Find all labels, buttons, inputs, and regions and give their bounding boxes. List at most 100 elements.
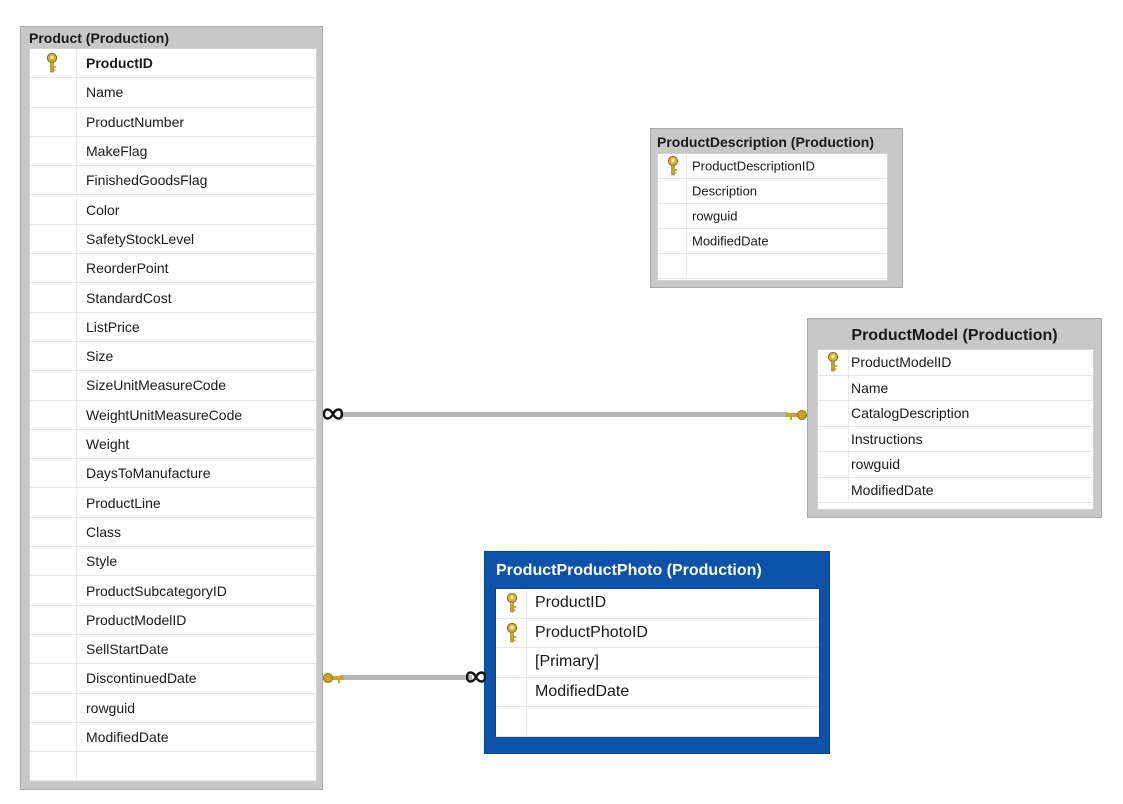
row-gutter [658,254,687,278]
column-row[interactable]: ProductSubcategoryID [30,576,316,606]
column-row[interactable]: Weight [30,429,316,460]
column-row[interactable]: StandardCost [30,283,316,313]
column-row[interactable]: ListPrice [30,312,316,342]
row-gutter [496,707,527,736]
column-name: [Primary] [535,653,599,671]
column-name: ProductPhotoID [535,623,648,641]
key-end-icon [786,407,808,428]
column-row[interactable]: ProductNumber [30,107,316,137]
row-gutter [30,635,77,664]
column-name: ListPrice [86,318,140,335]
product-model-table[interactable]: ProductModel (Production) ProductModelID… [807,318,1102,518]
column-name: ProductID [535,594,607,612]
table-title: Product (Production) [29,30,169,46]
column-row[interactable]: DiscontinuedDate [30,664,316,694]
column-row[interactable]: Name [818,375,1093,401]
column-name: SellStartDate [86,641,169,658]
row-gutter [30,429,77,459]
column-name: DaysToManufacture [86,465,211,482]
column-name: Class [86,523,122,540]
column-name: ProductModelID [851,354,952,371]
column-row[interactable]: rowguid [658,204,887,229]
column-row[interactable]: ModifiedDate [658,229,887,254]
column-row[interactable]: DaysToManufacture [30,459,316,489]
column-row[interactable]: Color [30,195,316,225]
column-name: DiscontinuedDate [86,670,197,687]
column-row[interactable]: SizeUnitMeasureCode [30,371,316,401]
row-gutter [818,375,849,400]
infinity-icon [465,669,487,690]
column-name: ProductNumber [86,113,185,130]
column-row[interactable]: SafetyStockLevel [30,224,316,255]
product-description-table[interactable]: ProductDescription (Production) ProductD… [650,128,903,288]
column-row[interactable]: Class [30,517,316,548]
row-gutter [818,477,849,502]
row-gutter [818,426,849,451]
column-row[interactable]: FinishedGoodsFlag [30,166,316,196]
column-row[interactable]: Size [30,342,316,372]
column-row[interactable]: CatalogDescription [818,401,1093,427]
column-row[interactable]: [Primary] [496,648,819,678]
column-name: ModifiedDate [535,682,630,700]
column-name: Name [851,379,889,396]
row-gutter [818,452,849,477]
column-row[interactable]: Name [30,78,316,108]
row-gutter [818,350,849,375]
column-name: Size [86,348,114,365]
column-name: ProductSubcategoryID [86,582,227,599]
column-row[interactable]: ModifiedDate [496,677,819,707]
row-gutter [30,664,77,693]
column-row[interactable]: rowguid [818,452,1093,478]
column-name: ProductDescriptionID [692,158,815,174]
column-row[interactable]: ModifiedDate [818,477,1093,503]
column-row[interactable]: MakeFlag [30,136,316,167]
row-gutter [496,618,527,647]
key-icon [827,351,839,377]
key-icon [506,592,518,618]
column-name: Style [86,553,118,570]
column-row[interactable]: ProductPhotoID [496,618,819,648]
column-name: CatalogDescription [851,405,970,422]
empty-row[interactable] [30,752,316,782]
row-gutter [30,371,77,400]
row-gutter [658,179,687,203]
column-row[interactable]: ProductDescriptionID [658,154,887,179]
column-name: Instructions [851,430,923,447]
row-gutter [30,517,77,547]
column-name: ModifiedDate [692,233,769,249]
column-name: FinishedGoodsFlag [86,172,208,189]
row-gutter [30,605,77,634]
row-gutter [30,342,77,371]
column-row[interactable]: WeightUnitMeasureCode [30,400,316,430]
column-row[interactable]: ProductModelID [30,605,316,635]
column-row[interactable]: Style [30,547,316,577]
column-row[interactable]: ProductID [30,49,316,79]
column-row[interactable]: ReorderPoint [30,254,316,284]
column-name: ModifiedDate [86,729,169,746]
row-gutter [658,229,687,253]
product-product-photo-table[interactable]: ProductProductPhoto (Production) Product… [484,551,830,754]
row-gutter [30,224,77,254]
column-row[interactable]: rowguid [30,693,316,723]
column-row[interactable]: ProductModelID [818,350,1093,376]
column-name: SizeUnitMeasureCode [86,377,227,394]
column-row[interactable]: ProductLine [30,488,316,518]
row-gutter [30,400,77,429]
row-gutter [30,166,77,195]
column-row[interactable]: ProductID [496,589,819,619]
column-row[interactable]: Instructions [818,426,1093,452]
column-row[interactable]: SellStartDate [30,635,316,665]
empty-row[interactable] [658,254,887,279]
column-name: ModifiedDate [851,481,934,498]
row-gutter [30,107,77,136]
empty-row[interactable] [496,707,819,737]
row-gutter [30,547,77,576]
table-title: ProductProductPhoto (Production) [496,562,762,579]
column-name: StandardCost [86,289,172,306]
column-row[interactable]: ModifiedDate [30,722,316,753]
column-row[interactable]: Description [658,179,887,204]
